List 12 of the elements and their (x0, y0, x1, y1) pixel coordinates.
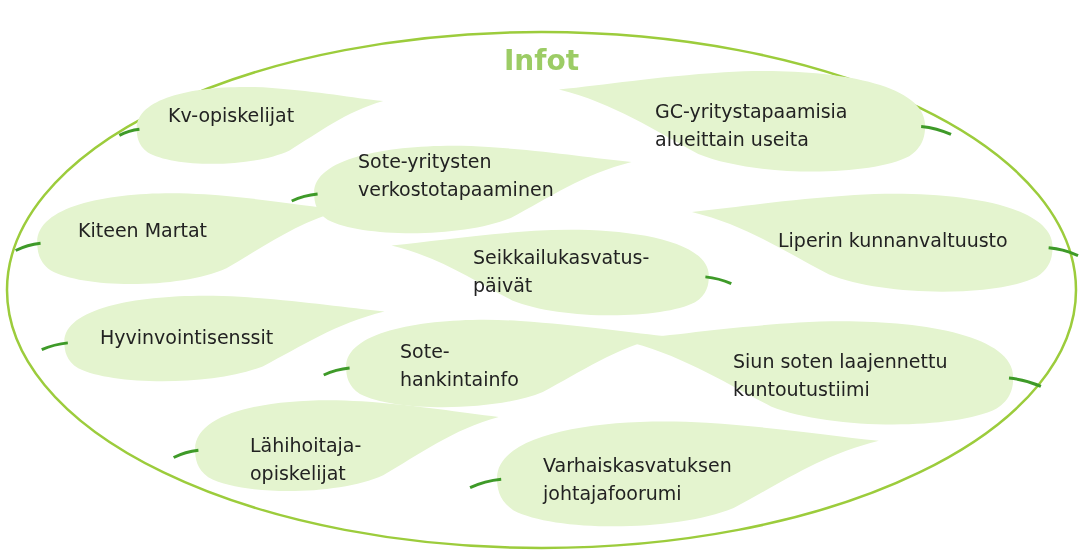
leaf-label: Varhaiskasvatuksen johtajafoorumi (543, 453, 733, 506)
leaf-label: Kiteen Martat (78, 218, 208, 243)
leaf-label: Kv-opiskelijat (168, 103, 295, 128)
leaf-label: Sote-hankintainfo (400, 339, 520, 392)
leaf-label: Seikkailukasvatus-päivät (473, 245, 651, 298)
leaf-label: Sote-yritysten verkostotapaaminen (358, 149, 555, 202)
leaf-label: Hyvinvointisenssit (100, 325, 274, 350)
leaf-label: Lähihoitaja-opiskelijat (250, 433, 363, 486)
leaf-label: Siun soten laajennettu kuntoutustiimi (733, 349, 949, 402)
leaf-label: GC-yritystapaamisia alueittain useita (655, 99, 849, 152)
leaf-label: Liperin kunnanvaltuusto (778, 228, 1008, 253)
title-text: Infot (503, 44, 580, 77)
